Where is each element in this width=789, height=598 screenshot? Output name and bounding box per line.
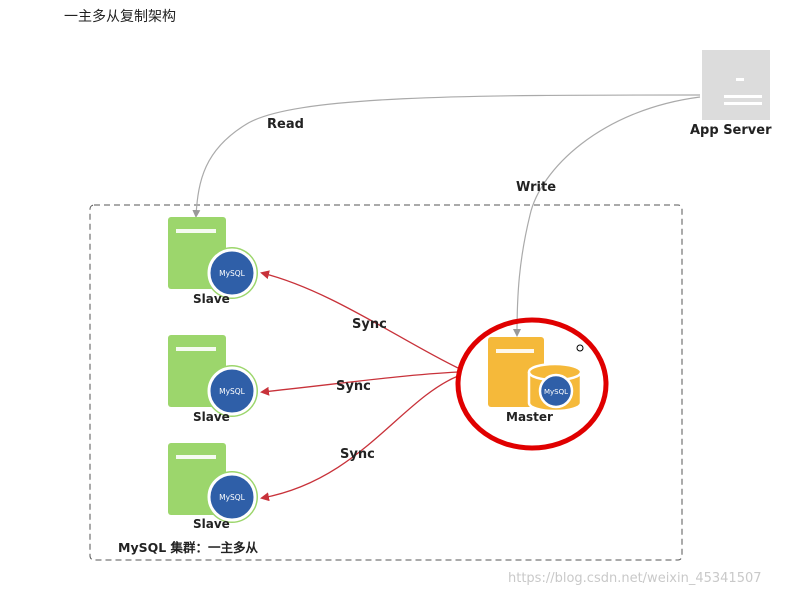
- slave-node: MySQL Slave: [168, 217, 258, 306]
- sync-edge-3: [260, 375, 459, 502]
- highlight-circle: [455, 317, 609, 451]
- cluster-label: MySQL 集群：一主多从: [118, 540, 259, 555]
- server-icon: [702, 50, 770, 120]
- sync-edge-1: [260, 270, 459, 369]
- app-server-node: App Server: [690, 50, 772, 138]
- slave-node: MySQL Slave: [168, 335, 258, 424]
- page-title: 一主多从复制架构: [64, 9, 176, 25]
- read-edge: [192, 94, 701, 218]
- sync-edge-2: [260, 371, 459, 396]
- mysql-badge-icon: [207, 472, 257, 522]
- master-label: Master: [506, 410, 553, 424]
- write-edge: [513, 96, 701, 337]
- sync-label-3: Sync: [340, 447, 375, 462]
- master-node: MySQL Master: [488, 337, 583, 424]
- mysql-badge-icon: [207, 366, 257, 416]
- sync-label-2: Sync: [336, 379, 371, 394]
- mysql-badge-text: MySQL: [544, 388, 568, 396]
- mysql-badge-icon: [207, 248, 257, 298]
- mysql-badge-text: MySQL: [219, 269, 246, 278]
- mysql-badge-text: MySQL: [219, 387, 246, 396]
- slave-node: MySQL Slave: [168, 443, 258, 531]
- cluster-boundary: [89, 204, 683, 561]
- watermark: https://blog.csdn.net/weixin_45341507: [508, 571, 762, 586]
- slave-label: Slave: [193, 517, 230, 531]
- mysql-badge-icon: [538, 373, 574, 409]
- sync-label-1: Sync: [352, 317, 387, 332]
- mysql-badge-text: MySQL: [219, 493, 246, 502]
- read-label: Read: [267, 117, 304, 132]
- app-server-label: App Server: [690, 123, 772, 138]
- cursor-dot-icon: [576, 344, 584, 352]
- slave-label: Slave: [193, 292, 230, 306]
- write-label: Write: [516, 180, 556, 195]
- slave-label: Slave: [193, 410, 230, 424]
